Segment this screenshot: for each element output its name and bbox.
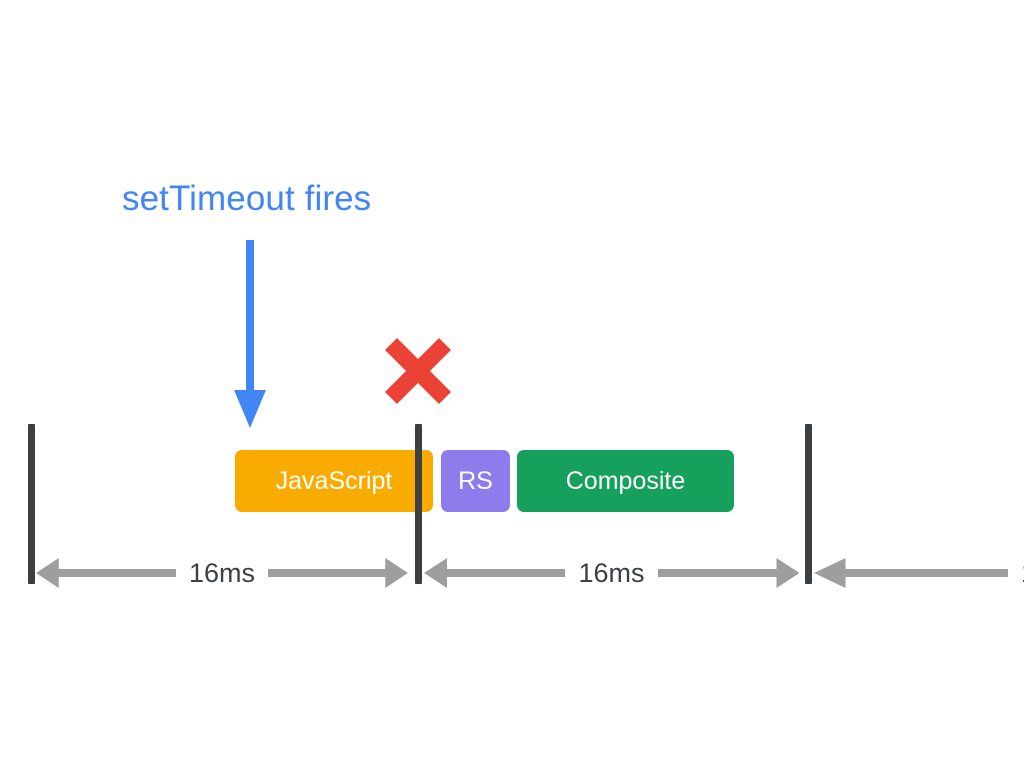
interval-arrow-right-0 — [268, 552, 408, 594]
interval-label-2: 16 — [1008, 552, 1024, 594]
settimeout-down-arrow-icon — [232, 240, 268, 430]
task-bar-composite: Composite — [517, 450, 734, 512]
interval-label-0: 16ms — [188, 558, 256, 588]
interval-label-1: 16ms — [578, 558, 645, 588]
interval-arrow-left-2 — [814, 552, 1008, 594]
interval-measure-2: 16 — [814, 552, 1024, 594]
task-bar-javascript: JavaScript — [235, 450, 433, 512]
interval-arrow-left-0 — [36, 552, 176, 594]
frame-boundary-tick-0 — [28, 424, 35, 584]
annotation-label-settimeout-fires: setTimeout fires — [122, 179, 372, 218]
interval-measure-1: 16ms — [424, 552, 799, 594]
task-bar-rs: RS — [441, 450, 510, 512]
interval-arrow-left-1 — [424, 552, 566, 594]
interval-measure-0: 16ms — [36, 552, 408, 594]
interval-arrow-right-1 — [657, 552, 799, 594]
frame-boundary-tick-2 — [805, 424, 812, 584]
frame-boundary-tick-1 — [415, 424, 422, 584]
dropped-frame-x-icon — [381, 334, 455, 408]
